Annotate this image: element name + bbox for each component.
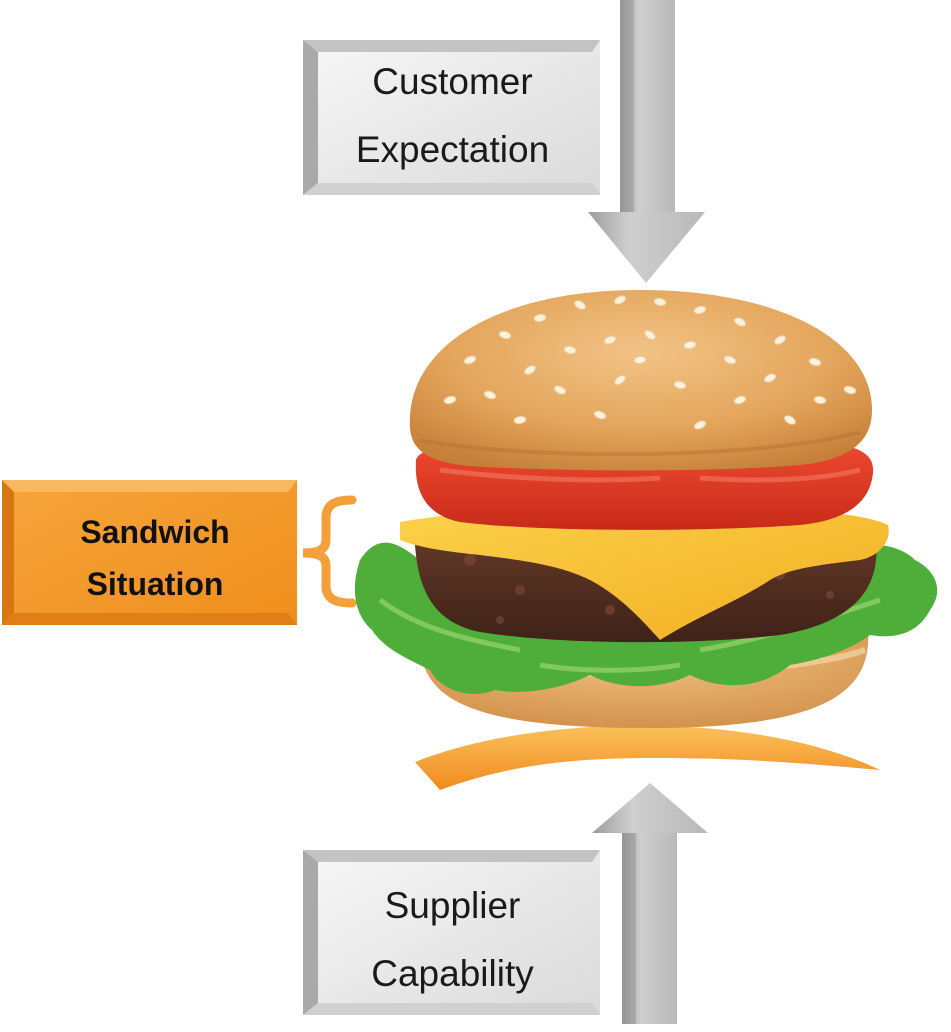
up-arrow-icon — [592, 783, 708, 1024]
sandwich-situation-label: Sandwich Situation — [10, 482, 300, 646]
down-arrow-icon — [588, 0, 705, 283]
sandwich-situation-box — [2, 480, 297, 625]
sandwich-situation-line1: Sandwich — [80, 514, 230, 550]
tray-shape — [415, 725, 880, 790]
customer-expectation-line1: Customer — [372, 61, 533, 102]
supplier-capability-box — [303, 850, 600, 1015]
curly-bracket-icon — [302, 495, 357, 608]
customer-expectation-box — [303, 40, 600, 195]
supplier-capability-line2: Capability — [371, 953, 534, 994]
sandwich-situation-line2: Situation — [86, 566, 224, 602]
supplier-capability-label: Supplier Capability — [305, 852, 600, 1032]
customer-expectation-label: Customer Expectation — [305, 42, 600, 198]
customer-expectation-line2: Expectation — [355, 129, 550, 170]
hamburger-icon — [354, 290, 938, 728]
supplier-capability-line1: Supplier — [384, 885, 521, 926]
